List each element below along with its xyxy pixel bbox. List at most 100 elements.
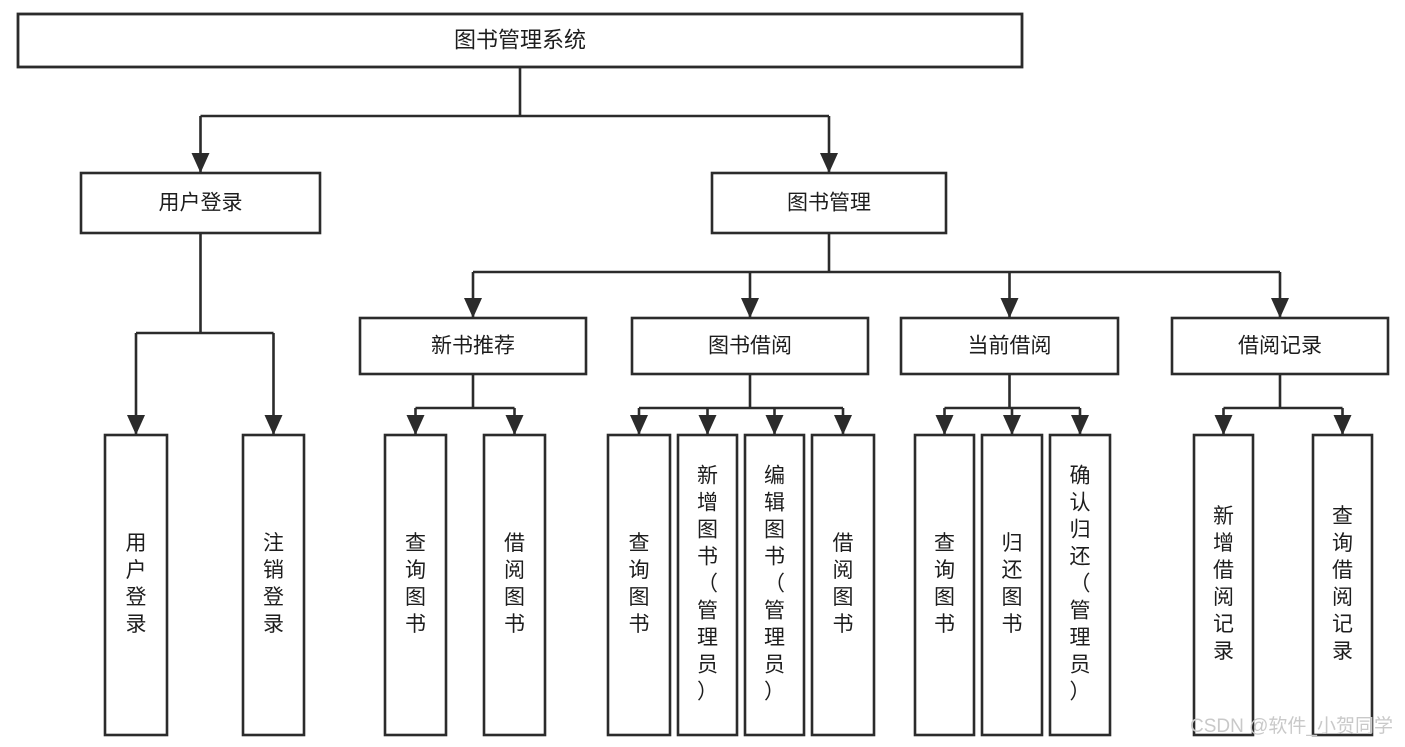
node-user-login[interactable]: 用户登录 xyxy=(79,171,322,235)
node-label-char: 还 xyxy=(1070,546,1091,569)
node-box-user-login[interactable] xyxy=(79,171,322,235)
nodes-layer: 图书管理系统用户登录图书管理新书推荐图书借阅当前借阅借阅记录用户登录注销登录查询… xyxy=(16,12,1390,737)
node-label-char: 询 xyxy=(405,559,426,582)
arrow-head-new-book-rec-0 xyxy=(406,415,425,435)
arrow-head-book-manage-0 xyxy=(464,298,482,318)
node-label-char: 图 xyxy=(764,519,785,542)
arrow-head-book-borrow-2 xyxy=(765,415,784,435)
node-box-leaf-borrow-book-rec[interactable] xyxy=(482,433,547,737)
node-label-char: 理 xyxy=(697,627,718,650)
node-label-char: 用 xyxy=(126,532,147,555)
node-label-char: 录 xyxy=(263,613,284,636)
node-label-char: 新 xyxy=(697,465,718,488)
node-box-leaf-edit-book[interactable] xyxy=(743,433,806,737)
node-label-char: 书 xyxy=(764,546,785,569)
node-label-char: 书 xyxy=(629,613,650,636)
node-label-char: 阅 xyxy=(504,559,525,582)
node-label-char: 借 xyxy=(1332,559,1353,582)
node-box-leaf-query-book-cur[interactable] xyxy=(913,433,976,737)
node-box-leaf-add-record[interactable] xyxy=(1192,433,1255,737)
node-label-char: ） xyxy=(697,681,718,704)
node-label-char: 编 xyxy=(764,465,785,488)
node-label-char: 录 xyxy=(126,613,147,636)
node-label-char: 销 xyxy=(263,559,284,582)
node-label-char: 登 xyxy=(126,586,147,609)
arrow-head-book-borrow-0 xyxy=(630,415,648,435)
node-label-char: ） xyxy=(764,681,785,704)
node-label-char: 书 xyxy=(934,613,955,636)
arrow-head-book-borrow-3 xyxy=(834,415,852,435)
node-book-manage[interactable]: 图书管理 xyxy=(710,171,948,235)
node-box-leaf-confirm-return[interactable] xyxy=(1048,433,1112,737)
arrow-head-current-borrow-1 xyxy=(1003,415,1021,435)
node-box-borrow-record[interactable] xyxy=(1170,316,1390,376)
node-label-char: 还 xyxy=(1002,559,1023,582)
node-label-char: 借 xyxy=(1213,559,1234,582)
node-undefined[interactable]: 图书管理系统 xyxy=(16,12,1024,69)
node-box-leaf-borrow-book[interactable] xyxy=(810,433,876,737)
node-label-char: 员 xyxy=(697,654,718,677)
node-box-leaf-return-book[interactable] xyxy=(980,433,1044,737)
node-book-borrow[interactable]: 图书借阅 xyxy=(630,316,870,376)
node-label-char: 查 xyxy=(629,532,650,555)
node-label-char: 录 xyxy=(1213,640,1234,663)
node-box-current-borrow[interactable] xyxy=(899,316,1120,376)
node-label-new-book-rec: 新书推荐 xyxy=(431,335,515,358)
arrow-head-root-1 xyxy=(820,153,838,173)
node-label-char: ） xyxy=(1070,681,1091,704)
node-label-char: 图 xyxy=(504,586,525,609)
node-box-book-borrow[interactable] xyxy=(630,316,870,376)
node-label-char: 户 xyxy=(126,559,147,582)
node-label-char: 归 xyxy=(1070,519,1091,542)
csdn-watermark: CSDN @软件_小贺同学 xyxy=(1190,715,1393,737)
node-label-char: 询 xyxy=(1332,532,1353,555)
arrow-head-book-manage-1 xyxy=(741,298,759,318)
node-label-book-manage: 图书管理 xyxy=(787,192,871,215)
node-label-char: 书 xyxy=(405,613,426,636)
node-box-leaf-logout[interactable] xyxy=(241,433,306,737)
node-label-char: 录 xyxy=(1332,640,1353,663)
node-label-char: 图 xyxy=(629,586,650,609)
node-box-leaf-query-record[interactable] xyxy=(1311,433,1374,737)
node-box-book-manage[interactable] xyxy=(710,171,948,235)
node-box-leaf-query-book[interactable] xyxy=(606,433,672,737)
node-label-char: 查 xyxy=(405,532,426,555)
node-label-char: 理 xyxy=(1070,627,1091,650)
node-box-leaf-add-book[interactable] xyxy=(676,433,739,737)
node-label-char: （ xyxy=(764,573,785,596)
node-borrow-record[interactable]: 借阅记录 xyxy=(1170,316,1390,376)
arrow-head-root-0 xyxy=(191,153,210,173)
node-current-borrow[interactable]: 当前借阅 xyxy=(899,316,1120,376)
node-label-char: 员 xyxy=(764,654,785,677)
node-new-book-rec[interactable]: 新书推荐 xyxy=(358,316,588,376)
node-label-char: 书 xyxy=(504,613,525,636)
node-leaf-user-login[interactable]: 用户登录 xyxy=(103,433,169,737)
node-box-leaf-user-login[interactable] xyxy=(103,433,169,737)
node-label-char: 记 xyxy=(1332,613,1353,636)
node-box-leaf-query-book-rec[interactable] xyxy=(383,433,448,737)
node-box-new-book-rec[interactable] xyxy=(358,316,588,376)
arrow-head-user-login-1 xyxy=(264,415,283,435)
node-label-char: 阅 xyxy=(1332,586,1353,609)
node-label-char: 图 xyxy=(697,519,718,542)
arrow-head-current-borrow-2 xyxy=(1071,415,1089,435)
node-label-char: 确 xyxy=(1070,465,1091,488)
node-box-undefined[interactable] xyxy=(16,12,1024,69)
node-label-char: 查 xyxy=(934,532,955,555)
